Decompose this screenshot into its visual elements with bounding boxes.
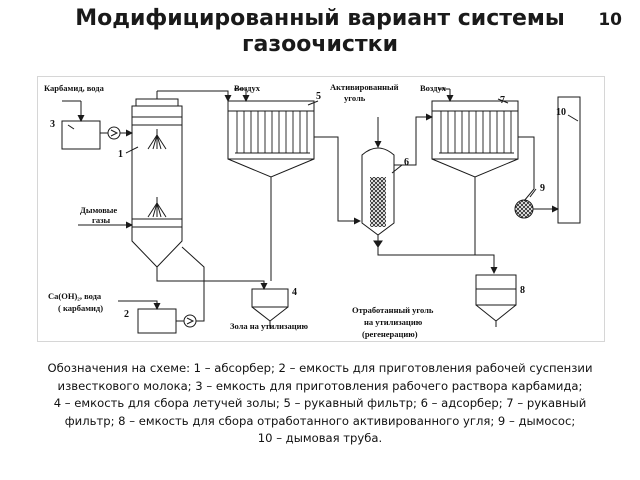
chimney-10 <box>557 96 581 224</box>
number-6: 6 <box>404 157 409 168</box>
number-7: 7 <box>500 95 505 106</box>
caption-line-2: известкового молока; 3 – емкость для при… <box>57 378 583 393</box>
legend-caption: Обозначения на схеме: 1 – абсорбер; 2 – … <box>20 360 620 448</box>
caption-line-3: 4 – емкость для сбора летучей золы; 5 – … <box>53 396 587 410</box>
label-ash-disposal: Зола на утилизацию <box>230 321 308 331</box>
number-10: 10 <box>556 107 566 118</box>
label-spent-carbon-3: (регенерацию) <box>362 329 418 339</box>
number-4: 4 <box>292 287 297 298</box>
label-flue-gases-2: газы <box>92 215 111 225</box>
number-9: 9 <box>540 183 545 194</box>
adsorber-6 <box>361 147 395 247</box>
urea-tank-3 <box>61 120 101 150</box>
number-8: 8 <box>520 285 525 296</box>
label-activated-carbon-2: уголь <box>344 93 366 103</box>
label-urea-water: Карбамид, вода <box>44 83 105 93</box>
label-flue-gases-1: Дымовые <box>80 205 117 215</box>
ash-tank-4 <box>251 288 289 329</box>
lime-tank-2 <box>137 308 177 334</box>
caption-line-5: 10 – дымовая труба. <box>257 431 383 445</box>
gas-cleaning-diagram: Карбамид, вода Воздух Активированный уго… <box>37 76 605 342</box>
slide-title: Модифицированный вариант системы газоочи… <box>75 6 565 57</box>
urea-pump <box>107 126 121 140</box>
spent-carbon-tank-8 <box>475 274 517 327</box>
diagram-svg: Карбамид, вода Воздух Активированный уго… <box>44 82 581 339</box>
label-spent-carbon-2: на утилизацию <box>364 317 423 327</box>
bag-filter-7 <box>431 100 519 181</box>
label-air-2: Воздух <box>420 83 447 93</box>
page-number: 10 <box>598 10 622 30</box>
lime-pump <box>183 314 197 328</box>
label-spent-carbon-1: Отработанный уголь <box>352 305 434 315</box>
bag-filter-5 <box>227 100 315 181</box>
label-urea-paren: ( карбамид) <box>58 303 103 313</box>
caption-line-4: фильтр; 8 – емкость для сбора отработанн… <box>64 413 576 428</box>
spray-nozzles-lower <box>147 197 167 218</box>
number-3: 3 <box>50 119 55 130</box>
number-5: 5 <box>316 91 321 102</box>
label-air-1: Воздух <box>234 83 261 93</box>
label-activated-carbon-1: Активированный <box>330 82 399 92</box>
absorber-1 <box>131 91 183 275</box>
flue-fan-9 <box>514 199 534 219</box>
label-lime-water: Ca(OH)₂, вода <box>48 291 102 301</box>
caption-line-1: Обозначения на схеме: 1 – абсорбер; 2 – … <box>47 361 593 375</box>
number-1: 1 <box>118 149 123 160</box>
number-2: 2 <box>124 309 129 320</box>
spray-nozzles-upper <box>147 129 167 150</box>
